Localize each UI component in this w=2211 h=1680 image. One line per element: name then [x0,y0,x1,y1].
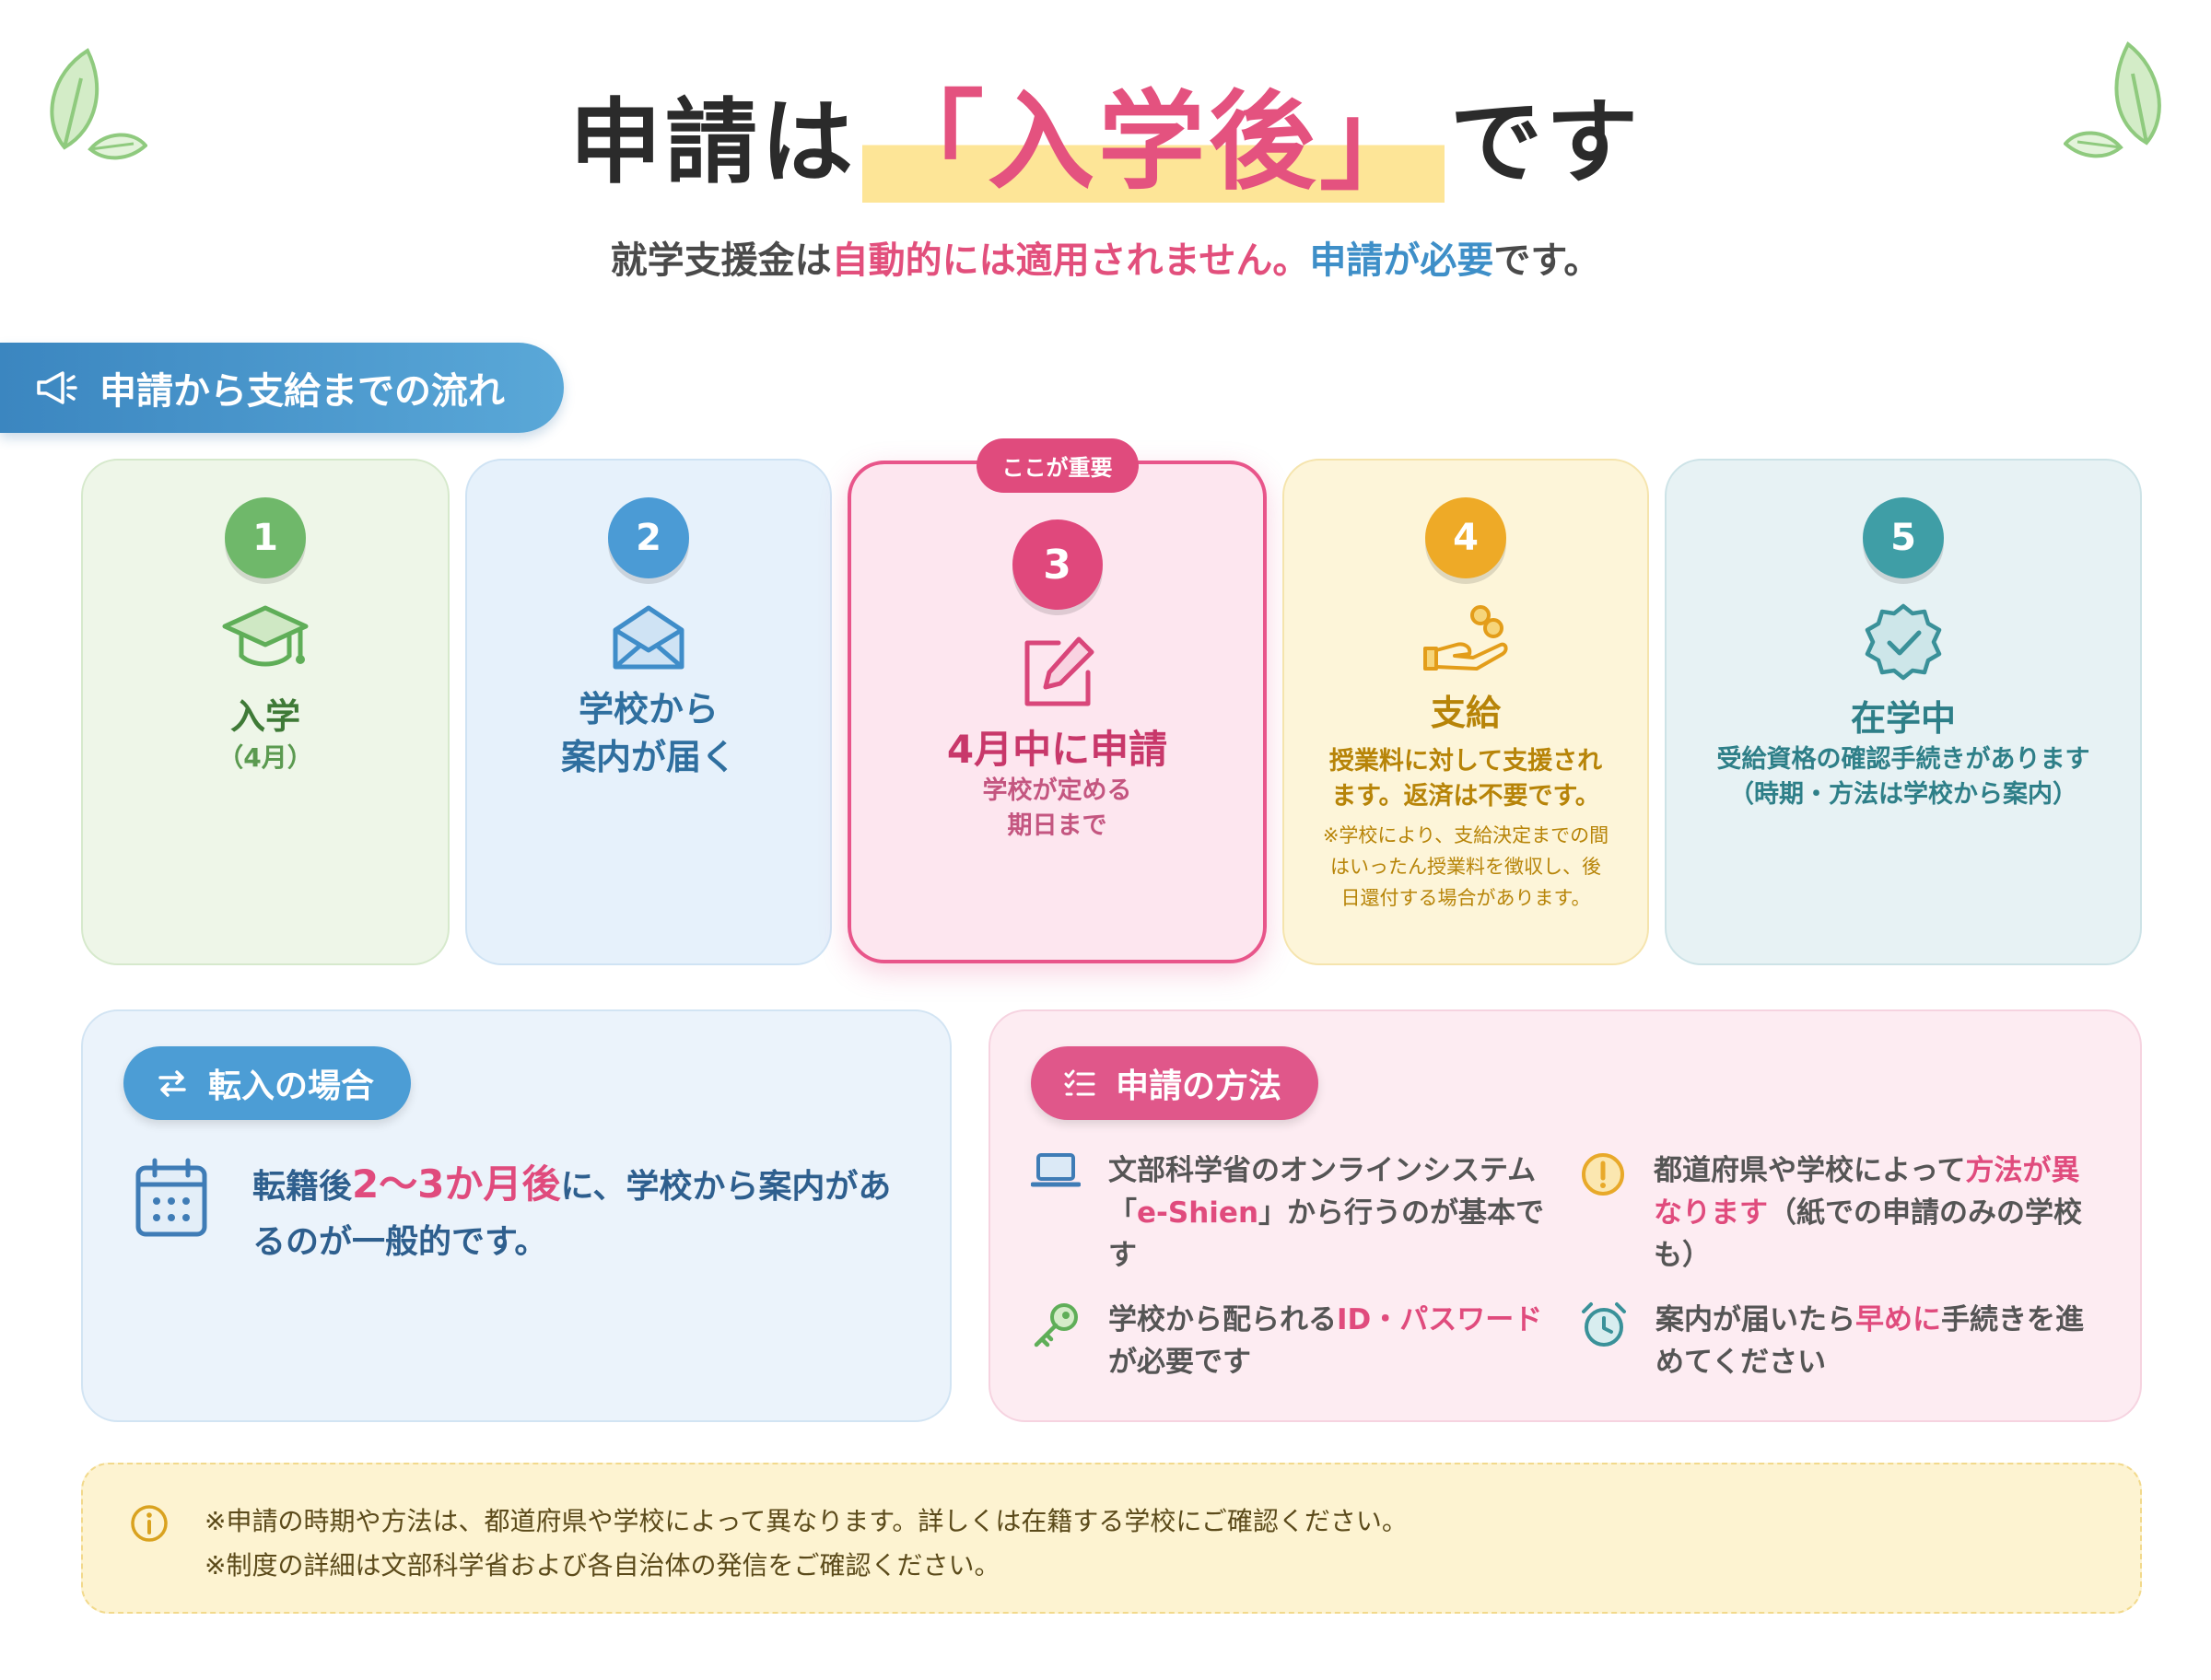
method-panel: 申請の方法 文部科学省のオンラインシステム「e-Shien」から行うのが基本です… [989,1009,2142,1422]
warning-circle-icon [1582,1153,1624,1196]
method-item-credentials: 学校から配られるID・パスワードが必要です [1031,1299,1547,1383]
envelope-icon [613,605,684,670]
step-subtitle-line: （時期・方法は学校から案内） [1729,780,2077,809]
step-card-5: 5 在学中 受給資格の確認手続きがあります （時期・方法は学校から案内） [1665,459,2142,965]
step-title: 4月中に申請 [946,727,1168,772]
method-text-part: 学校から配られる [1108,1303,1337,1336]
method-item-text: 案内が届いたら早めに手続きを進めてください [1655,1299,2096,1383]
transfer-body: 転籍後2〜3か月後に、学校から案内があるのが一般的です。 [135,1157,913,1270]
step-card-1: 1 入学 （4月） [81,459,450,965]
title-highlight: 「入学後」 [862,83,1445,203]
method-text-emphasis: ID・パスワード [1337,1303,1543,1336]
transfer-pill: 転入の場合 [123,1046,412,1120]
step-subtitle-line: 受給資格の確認手続きがあります [1716,745,2090,774]
checklist-icon [1064,1069,1095,1096]
title-suffix: です [1450,88,1642,196]
swap-arrows-icon [158,1070,186,1097]
method-text-part: 文部科学省のオンラインシステム「 [1108,1154,1537,1230]
page-subtitle: 就学支援金は自動的には適用されません。申請が必要です。 [0,230,2211,284]
method-text-part: 」から行うのが基本です [1108,1196,1545,1272]
info-circle-icon [131,1505,168,1542]
method-text-emphasis: e-Shien [1137,1196,1259,1230]
subtitle-part: です。 [1493,239,1601,282]
step-number: 4 [1425,497,1506,578]
footnote-text: ※申請の時期や方法は、都道府県や学校によって異なります。詳しくは在籍する学校にご… [205,1499,1408,1588]
transfer-text-emphasis: 2〜3か月後 [352,1161,561,1207]
method-item-early: 案内が届いたら早めに手続きを進めてください [1580,1299,2096,1383]
alarm-clock-icon [1582,1302,1626,1347]
step-number: 5 [1863,497,1944,578]
method-item-varies: 都道府県や学校によって方法が異なります（紙での申請のみの学校も） [1580,1149,2096,1277]
method-text-part: （紙での申請のみの学校も） [1654,1196,2082,1272]
step-subtitle: （4月） [217,742,313,773]
transfer-text-part: 転籍後 [252,1168,353,1206]
footnote-line: ※申請の時期や方法は、都道府県や学校によって異なります。詳しくは在籍する学校にご… [205,1506,1408,1536]
transfer-panel: 転入の場合 転籍後2〜3か月後に、学校から案内があるのが一般的です。 [81,1009,952,1422]
method-text-part: 案内が届いたら [1655,1303,1855,1336]
step-subtitle: 受給資格の確認手続きがあります （時期・方法は学校から案内） [1667,742,2140,812]
step-title: 学校から 案内が届く [467,685,830,781]
method-item-text: 学校から配られるID・パスワードが必要です [1108,1299,1547,1383]
subtitle-emphasis-pink: 自動的には適用されません。 [831,239,1310,282]
step-card-4: 4 支給 授業料に対して支援されます。返済は不要です。 ※学校により、支給決定ま… [1282,459,1649,965]
method-text-emphasis: 早めに [1855,1303,1941,1336]
method-pill-label: 申請の方法 [1116,1068,1282,1105]
leaf-decoration-icon [2064,41,2161,158]
method-text-part: が必要です [1108,1346,1251,1379]
page-header: 申請は 「入学後」 です 就学支援金は自動的には適用されません。申請が必要です。 [0,83,2211,284]
key-icon [1034,1303,1078,1348]
megaphone-icon [37,371,77,404]
step-title: 入学 [229,696,300,737]
flow-section-banner: 申請から支給までの流れ [0,343,564,433]
graduation-cap-icon [222,605,309,667]
method-item-online-system: 文部科学省のオンラインシステム「e-Shien」から行うのが基本です [1031,1149,1547,1277]
footnote-box: ※申請の時期や方法は、都道府県や学校によって異なります。詳しくは在籍する学校にご… [81,1463,2142,1614]
transfer-pill-label: 転入の場合 [208,1068,375,1105]
flow-banner-label: 申請から支給までの流れ [99,370,505,413]
laptop-icon [1031,1153,1081,1187]
hand-coins-icon [1423,605,1508,671]
transfer-text-part: に、学校から案内があるのが一般的です。 [252,1168,892,1261]
leaf-decoration-icon [50,48,147,160]
method-text-emphasis: 方法が異なります [1654,1154,2080,1230]
method-item-text: 文部科学省のオンラインシステム「e-Shien」から行うのが基本です [1108,1149,1547,1277]
important-badge: ここが重要 [976,438,1139,493]
step-subtitle-line: 学校が定める [982,776,1132,805]
step-card-2: 2 学校から 案内が届く [465,459,832,965]
step-subtitle-line: 期日まで [1007,811,1107,840]
step-number: 2 [608,497,689,578]
step-title-line: 案内が届く [560,737,736,777]
step-card-3: ここが重要 3 4月中に申請 学校が定める 期日まで [848,438,1267,963]
step-title: 支給 [1430,693,1501,733]
step-number: 3 [1012,519,1103,610]
subtitle-emphasis-blue: 申請が必要 [1309,239,1494,282]
method-item-text: 都道府県や学校によって方法が異なります（紙での申請のみの学校も） [1654,1149,2096,1277]
method-pill: 申請の方法 [1031,1046,1319,1120]
step-subtitle: 学校が定める 期日まで [851,774,1263,844]
edit-form-icon [1024,636,1094,706]
step-note: ※学校により、支給決定までの間はいったん授業料を徴収し、後日還付する場合がありま… [1322,824,1609,909]
step-subtitle: 授業料に対して支援されます。返済は不要です。 [1328,747,1603,811]
badge-check-icon [1865,603,1942,681]
step-title: 在学中 [1850,698,1956,739]
footnote-line: ※制度の詳細は文部科学省および各自治体の発信をご確認ください。 [205,1550,1000,1581]
method-text-part: 手続きを進めてください [1655,1303,2084,1379]
transfer-text: 転籍後2〜3か月後に、学校から案内があるのが一般的です。 [252,1157,913,1270]
step-number: 1 [225,497,306,578]
subtitle-part: 就学支援金は [610,239,832,282]
method-text-part: 都道府県や学校によって [1654,1154,1966,1187]
page-title: 申請は 「入学後」 です [569,83,1642,203]
title-prefix: 申請は [569,88,857,196]
calendar-icon [135,1158,207,1237]
step-title-line: 学校から [578,689,719,729]
